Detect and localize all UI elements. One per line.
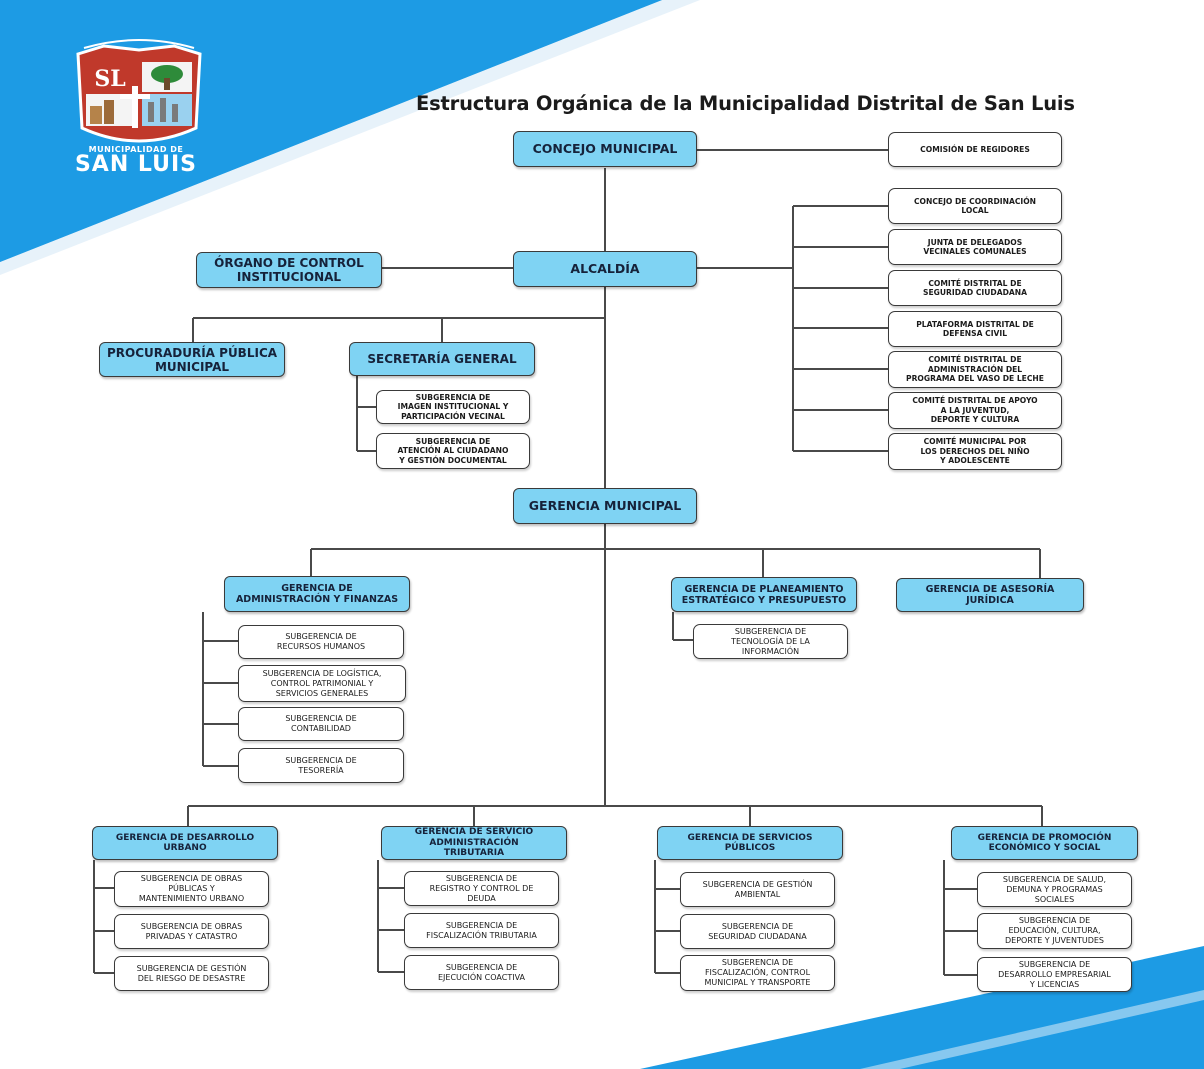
node-sub-tesoreria: SUBGERENCIA DE TESORERÍA [238, 748, 404, 783]
node-gerencia-administracion-tributaria: GERENCIA DE SERVICIO ADMINISTRACIÓN TRIB… [381, 826, 567, 860]
node-sub-fiscalizacion-tributaria: SUBGERENCIA DE FISCALIZACIÓN TRIBUTARIA [404, 913, 559, 948]
node-junta-delegados: JUNTA DE DELEGADOS VECINALES COMUNALES [888, 229, 1062, 265]
page-title: Estructura Orgánica de la Municipalidad … [416, 92, 1075, 115]
node-alcaldia: ALCALDÍA [513, 251, 697, 287]
node-sub-logistica: SUBGERENCIA DE LOGÍSTICA, CONTROL PATRIM… [238, 665, 406, 702]
node-concejo-municipal: CONCEJO MUNICIPAL [513, 131, 697, 167]
node-procuraduria: PROCURADURÍA PÚBLICA MUNICIPAL [99, 342, 285, 377]
bottom-right-banner-edge [860, 990, 1204, 1069]
node-comision-regidores: COMISIÓN DE REGIDORES [888, 132, 1062, 167]
node-comite-juventud: COMITÉ DISTRITAL DE APOYO A LA JUVENTUD,… [888, 392, 1062, 429]
logo-caption-small: MUNICIPALIDAD DE [88, 145, 184, 154]
node-gerencia-planeamiento: GERENCIA DE PLANEAMIENTO ESTRATÉGICO Y P… [671, 577, 857, 612]
node-sub-gestion-riesgo: SUBGERENCIA DE GESTIÓN DEL RIESGO DE DES… [114, 956, 269, 991]
node-gerencia-administracion: GERENCIA DE ADMINISTRACIÓN Y FINANZAS [224, 576, 410, 612]
node-sub-salud-demuna: SUBGERENCIA DE SALUD, DEMUNA Y PROGRAMAS… [977, 872, 1132, 907]
node-secretaria-general: SECRETARÍA GENERAL [349, 342, 535, 376]
node-gerencia-asesoria-juridica: GERENCIA DE ASESORÍA JURÍDICA [896, 578, 1084, 612]
node-sub-atencion-ciudadano: SUBGERENCIA DE ATENCIÓN AL CIUDADANO Y G… [376, 433, 530, 469]
node-sub-registro-deuda: SUBGERENCIA DE REGISTRO Y CONTROL DE DEU… [404, 871, 559, 906]
svg-text:SL: SL [94, 66, 125, 92]
node-sub-tecnologia: SUBGERENCIA DE TECNOLOGÍA DE LA INFORMAC… [693, 624, 848, 659]
node-sub-educacion-cultura: SUBGERENCIA DE EDUCACIÓN, CULTURA, DEPOR… [977, 913, 1132, 949]
node-comite-vaso-leche: COMITÉ DISTRITAL DE ADMINISTRACIÓN DEL P… [888, 351, 1062, 388]
node-sub-desarrollo-empresarial: SUBGERENCIA DE DESARROLLO EMPRESARIAL Y … [977, 957, 1132, 992]
node-comite-seguridad: COMITÉ DISTRITAL DE SEGURIDAD CIUDADANA [888, 270, 1062, 306]
node-sub-fiscalizacion-control: SUBGERENCIA DE FISCALIZACIÓN, CONTROL MU… [680, 955, 835, 991]
node-comite-nino: COMITÉ MUNICIPAL POR LOS DERECHOS DEL NI… [888, 433, 1062, 470]
node-plataforma-defensa-civil: PLATAFORMA DISTRITAL DE DEFENSA CIVIL [888, 311, 1062, 347]
node-concejo-coordinacion-local: CONCEJO DE COORDINACIÓN LOCAL [888, 188, 1062, 224]
node-sub-recursos-humanos: SUBGERENCIA DE RECURSOS HUMANOS [238, 625, 404, 659]
node-gerencia-promocion-economica: GERENCIA DE PROMOCIÓN ECONÓMICO Y SOCIAL [951, 826, 1138, 860]
node-sub-imagen-institucional: SUBGERENCIA DE IMAGEN INSTITUCIONAL Y PA… [376, 390, 530, 424]
node-sub-obras-privadas: SUBGERENCIA DE OBRAS PRIVADAS Y CATASTRO [114, 914, 269, 949]
node-sub-ejecucion-coactiva: SUBGERENCIA DE EJECUCIÓN COACTIVA [404, 955, 559, 990]
node-gerencia-servicios-publicos: GERENCIA DE SERVICIOS PÚBLICOS [657, 826, 843, 860]
node-gerencia-municipal: GERENCIA MUNICIPAL [513, 488, 697, 524]
logo-caption-big: SAN LUIS [74, 152, 198, 177]
node-sub-obras-publicas: SUBGERENCIA DE OBRAS PÚBLICAS Y MANTENIM… [114, 871, 269, 907]
municipality-logo-icon: SL [76, 39, 202, 143]
node-gerencia-desarrollo-urbano: GERENCIA DE DESARROLLO URBANO [92, 826, 278, 860]
node-organo-control: ÓRGANO DE CONTROL INSTITUCIONAL [196, 252, 382, 288]
node-sub-gestion-ambiental: SUBGERENCIA DE GESTIÓN AMBIENTAL [680, 872, 835, 907]
node-sub-seguridad-ciudadana: SUBGERENCIA DE SEGURIDAD CIUDADANA [680, 914, 835, 949]
node-sub-contabilidad: SUBGERENCIA DE CONTABILIDAD [238, 707, 404, 741]
